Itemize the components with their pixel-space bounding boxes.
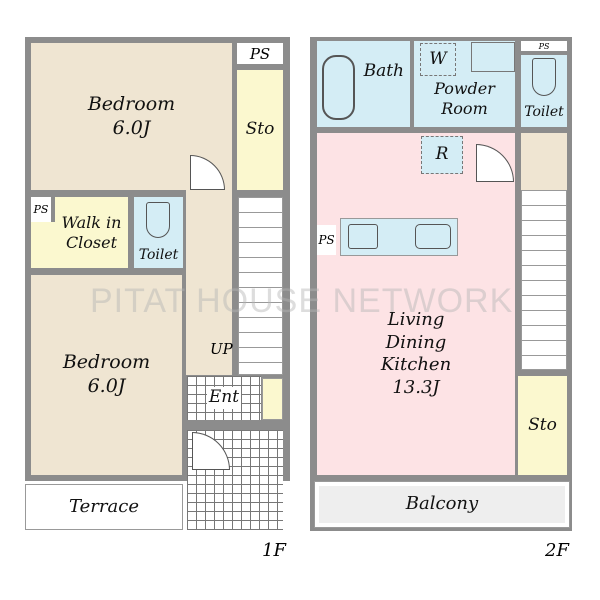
floor1-entrance: Ent xyxy=(187,376,261,420)
floor1-terrace: Terrace xyxy=(25,484,183,530)
shoe-cabinet xyxy=(262,378,283,420)
floor1-ps-closet: PS xyxy=(31,197,51,222)
stove-icon xyxy=(348,224,378,249)
toilet-icon xyxy=(532,58,556,96)
floor2-balcony: Balcony xyxy=(314,481,570,528)
toilet-label: Toilet xyxy=(138,246,179,263)
floor2-ldk: Living Dining Kitchen 13.3J xyxy=(317,133,515,475)
room-size: 6.0J xyxy=(112,116,151,139)
ldk-size: 13.3J xyxy=(392,376,440,398)
refrigerator-space: R xyxy=(421,136,463,174)
floor2-label: 2F xyxy=(545,540,569,561)
powder-line1: Powder xyxy=(434,79,495,98)
floor2-stairs[interactable] xyxy=(521,190,567,370)
toilet-label: Toilet xyxy=(524,103,564,120)
floor1-hallway xyxy=(186,190,232,375)
floor1-bedroom-bottom: Bedroom 6.0J xyxy=(31,275,182,475)
floor1-label: 1F xyxy=(262,540,286,561)
watermark: PITAT HOUSE NETWORK xyxy=(90,282,514,320)
room-name: Bedroom xyxy=(87,92,176,115)
floor2-hallway xyxy=(521,133,567,190)
ldk-line2: Dining xyxy=(385,331,447,353)
sink-icon xyxy=(471,42,515,72)
floor1-walk-in-closet-label: Walk in Closet xyxy=(55,197,128,268)
floor1-ps-top: PS xyxy=(237,43,283,64)
floor1-stairs[interactable] xyxy=(238,197,283,375)
floor2-storage: Sto xyxy=(518,376,567,475)
bathtub-icon xyxy=(322,55,355,120)
ldk-line1: Living xyxy=(387,309,445,330)
stairs-up-label: UP xyxy=(210,340,233,358)
entrance-label: Ent xyxy=(206,387,242,409)
toilet-icon xyxy=(146,202,170,238)
washer-space: W xyxy=(420,43,456,76)
ldk-line3: Kitchen xyxy=(380,354,452,375)
floor1-storage: Sto xyxy=(237,70,283,190)
room-size: 6.0J xyxy=(87,375,126,397)
floor1-porch xyxy=(187,430,283,530)
floor2-ps-kitchen: PS xyxy=(317,225,336,255)
floor2-ps-top: PS xyxy=(521,41,567,51)
powder-line2: Room xyxy=(441,99,488,118)
bath-label: Bath xyxy=(363,61,404,81)
floor2-powder-room: Powder Room xyxy=(414,41,515,127)
closet-line2: Closet xyxy=(65,232,118,252)
closet-line1: Walk in xyxy=(61,212,122,232)
kitchen-sink-icon xyxy=(415,224,451,249)
room-name: Bedroom xyxy=(62,351,151,374)
